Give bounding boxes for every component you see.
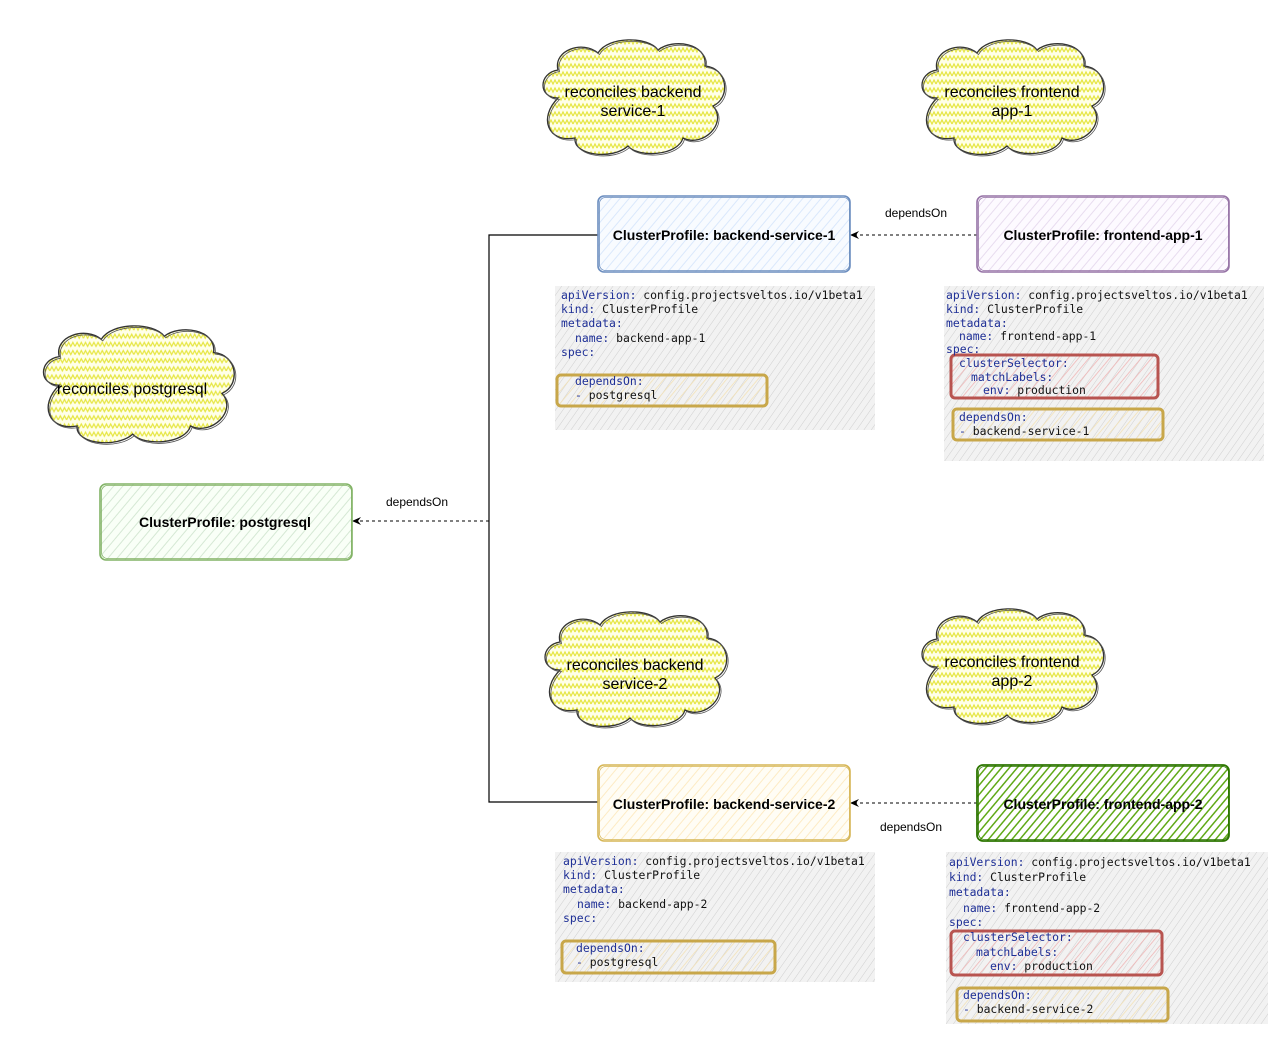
yaml-frontend-1-name-val: frontend-app-1 <box>1000 329 1096 343</box>
yaml-block-frontend-1: apiVersion: config.projectsveltos.io/v1b… <box>944 286 1264 461</box>
box-label-frontend-app-2: ClusterProfile: frontend-app-2 <box>1003 796 1202 812</box>
yaml-backend-2-kind-val: ClusterProfile <box>604 868 700 882</box>
yaml-list-dash: - <box>576 955 583 969</box>
yaml-backend-1-apiVersion-val: config.projectsveltos.io/v1beta1 <box>643 288 863 302</box>
yaml-frontend-2-spec-key: spec: <box>949 915 983 929</box>
edge-label-backends-to-postgresql: dependsOn <box>386 495 448 509</box>
yaml-frontend-2-name-key: name: <box>963 901 997 915</box>
yaml-list-dash: name: frontend-app-1 <box>959 329 1096 343</box>
yaml-backend-2-dependsOn-key: dependsOn: <box>576 941 645 955</box>
yaml-backend-1-metadata-key: metadata: <box>561 316 623 330</box>
yaml-backend-2-dependsOn-val: postgresql <box>590 955 659 969</box>
yaml-list-dash: kind: ClusterProfile <box>946 302 1083 316</box>
yaml-frontend-2-apiVersion-val: config.projectsveltos.io/v1beta1 <box>1031 855 1251 869</box>
yaml-list-dash: kind: ClusterProfile <box>561 302 698 316</box>
yaml-backend-1-kind-val: ClusterProfile <box>602 302 698 316</box>
yaml-frontend-2-kind-key: kind: <box>949 870 983 884</box>
box-backend-service-1 <box>597 195 851 273</box>
yaml-frontend-1-metadata-key: metadata: <box>946 316 1008 330</box>
yaml-list-dash: name: backend-app-1 <box>575 331 705 345</box>
box-label-backend-service-1: ClusterProfile: backend-service-1 <box>613 227 836 243</box>
box-frontend-app-1 <box>976 195 1230 273</box>
yaml-list-dash: kind: ClusterProfile <box>563 868 700 882</box>
yaml-list-dash: - <box>959 424 966 438</box>
yaml-list-dash: env: production <box>983 383 1086 397</box>
cloud-label-frontend-1-line2: app-1 <box>992 103 1033 120</box>
box-postgresql <box>99 483 353 561</box>
yaml-block-frontend-2: apiVersion: config.projectsveltos.io/v1b… <box>946 852 1268 1024</box>
yaml-backend-1-dependsOn-key: dependsOn: <box>575 374 644 388</box>
yaml-frontend-2-clusterSelector-key: clusterSelector: <box>963 930 1073 944</box>
yaml-list-dash: - <box>963 1002 970 1016</box>
yaml-frontend-1-apiVersion-val: config.projectsveltos.io/v1beta1 <box>1028 288 1248 302</box>
cloud-label-backend-2-line2: service-2 <box>603 676 668 693</box>
edge-label-frontend1-to-backend1: dependsOn <box>885 206 947 220</box>
yaml-frontend-1-name-key: name: <box>959 329 993 343</box>
yaml-frontend-1-dependsOn-val: backend-service-1 <box>973 424 1090 438</box>
yaml-frontend-2-dependsOn-key: dependsOn: <box>963 988 1032 1002</box>
yaml-list-dash: - backend-service-1 <box>959 424 1089 438</box>
yaml-frontend-2-apiVersion-key: apiVersion: <box>949 855 1024 869</box>
yaml-list-dash: - backend-service-2 <box>963 1002 1093 1016</box>
yaml-frontend-2-dependsOn-val: backend-service-2 <box>977 1002 1094 1016</box>
yaml-frontend-2-kind-val: ClusterProfile <box>990 870 1086 884</box>
yaml-frontend-1-apiVersion-key: apiVersion: <box>946 288 1021 302</box>
yaml-frontend-2-env-key: env: <box>990 959 1017 973</box>
cloud-label-backend-1-line2: service-1 <box>601 103 666 120</box>
yaml-backend-1-kind-key: kind: <box>561 302 595 316</box>
yaml-frontend-2-matchLabels-key: matchLabels: <box>976 945 1058 959</box>
yaml-frontend-2-env-val: production <box>1024 959 1093 973</box>
yaml-list-dash: - <box>575 388 582 402</box>
cloud-label-frontend-1-line1: reconciles frontend <box>944 84 1079 101</box>
yaml-list-dash: kind: ClusterProfile <box>949 870 1086 884</box>
yaml-list-dash: env: production <box>990 959 1093 973</box>
yaml-backend-1-name-val: backend-app-1 <box>616 331 705 345</box>
yaml-backend-2-spec-key: spec: <box>563 911 597 925</box>
box-frontend-app-2 <box>976 764 1230 842</box>
yaml-backend-1-apiVersion-key: apiVersion: <box>561 288 636 302</box>
cloud-label-backend-2-line1: reconciles backend <box>567 657 704 674</box>
yaml-block-backend-2: apiVersion: config.projectsveltos.io/v1b… <box>555 852 875 982</box>
yaml-backend-2-kind-key: kind: <box>563 868 597 882</box>
yaml-frontend-1-matchLabels-key: matchLabels: <box>971 370 1053 384</box>
yaml-frontend-1-dependsOn-key: dependsOn: <box>959 410 1028 424</box>
box-label-frontend-app-1: ClusterProfile: frontend-app-1 <box>1003 227 1202 243</box>
yaml-list-dash: apiVersion: config.projectsveltos.io/v1b… <box>946 288 1248 302</box>
cloud-label-frontend-2-line2: app-2 <box>992 673 1033 690</box>
yaml-frontend-1-clusterSelector-key: clusterSelector: <box>959 356 1069 370</box>
yaml-backend-1-spec-key: spec: <box>561 345 595 359</box>
yaml-frontend-2-name-val: frontend-app-2 <box>1004 901 1100 915</box>
yaml-backend-2-name-key: name: <box>577 897 611 911</box>
yaml-list-dash: - postgresql <box>575 388 657 402</box>
box-backend-service-2 <box>597 764 851 842</box>
box-label-postgresql: ClusterProfile: postgresql <box>139 514 311 530</box>
cloud-label-postgresql: reconciles postgresql <box>57 381 207 398</box>
yaml-frontend-1-kind-key: kind: <box>946 302 980 316</box>
yaml-list-dash: apiVersion: config.projectsveltos.io/v1b… <box>561 288 863 302</box>
yaml-list-dash: apiVersion: config.projectsveltos.io/v1b… <box>949 855 1251 869</box>
box-label-backend-service-2: ClusterProfile: backend-service-2 <box>613 796 836 812</box>
yaml-list-dash: name: backend-app-2 <box>577 897 707 911</box>
yaml-frontend-1-kind-val: ClusterProfile <box>987 302 1083 316</box>
yaml-block-backend-1: apiVersion: config.projectsveltos.io/v1b… <box>555 286 875 430</box>
yaml-backend-2-metadata-key: metadata: <box>563 882 625 896</box>
yaml-list-dash: name: frontend-app-2 <box>963 901 1100 915</box>
yaml-backend-2-apiVersion-val: config.projectsveltos.io/v1beta1 <box>645 854 865 868</box>
yaml-frontend-2-metadata-key: metadata: <box>949 885 1011 899</box>
connector-backends-to-postgresql <box>352 234 598 803</box>
yaml-list-dash: apiVersion: config.projectsveltos.io/v1b… <box>563 854 865 868</box>
cloud-label-backend-1-line1: reconciles backend <box>565 84 702 101</box>
yaml-backend-1-dependsOn-val: postgresql <box>589 388 658 402</box>
yaml-frontend-1-env-val: production <box>1017 383 1086 397</box>
yaml-frontend-1-spec-key: spec: <box>946 342 980 356</box>
yaml-frontend-1-env-key: env: <box>983 383 1010 397</box>
cloud-label-frontend-2-line1: reconciles frontend <box>944 654 1079 671</box>
yaml-backend-2-name-val: backend-app-2 <box>618 897 707 911</box>
edge-label-frontend2-to-backend2: dependsOn <box>880 820 942 834</box>
yaml-backend-2-apiVersion-key: apiVersion: <box>563 854 638 868</box>
yaml-backend-1-name-key: name: <box>575 331 609 345</box>
yaml-list-dash: - postgresql <box>576 955 658 969</box>
